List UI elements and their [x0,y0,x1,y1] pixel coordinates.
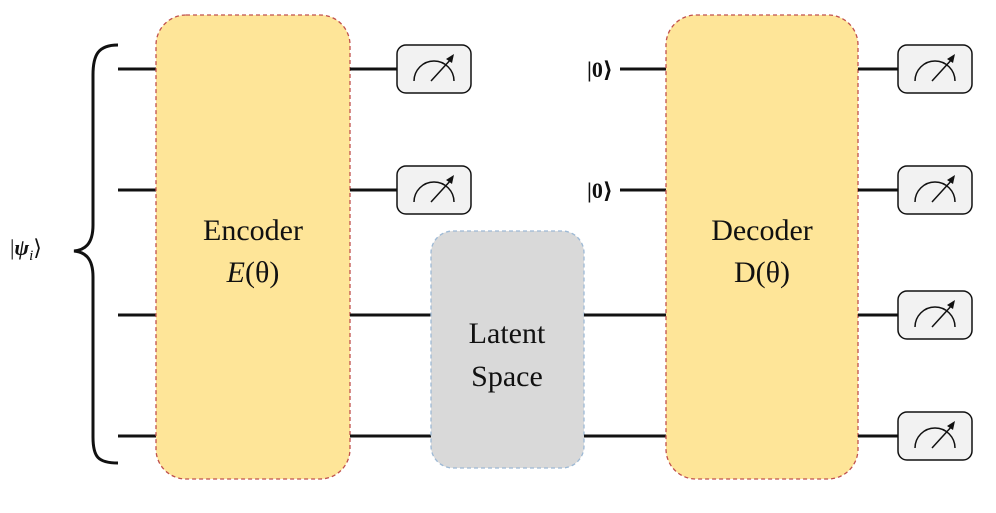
meter-icon [897,165,973,215]
decoder-block [665,14,859,480]
meter-icon [396,44,472,94]
meter-icon [897,290,973,340]
latent-space-block [430,230,585,469]
input-brace [73,43,119,465]
ancilla-label-1: |0⟩ [587,57,613,82]
encoder-function: E(θ) [226,256,280,289]
meter-icon [897,44,973,94]
encoder-title: Encoder [203,214,303,247]
meter-icon [396,165,472,215]
latent-label-line1: Latent [469,317,546,350]
ancilla-label-2: |0⟩ [587,178,613,203]
meter-icon [897,411,973,461]
decoder-title: Decoder [711,214,813,247]
encoder-block [155,14,351,480]
latent-label-line2: Space [471,360,543,393]
input-state-label: |ψi⟩ [10,235,42,264]
decoder-function: D(θ) [734,256,790,289]
